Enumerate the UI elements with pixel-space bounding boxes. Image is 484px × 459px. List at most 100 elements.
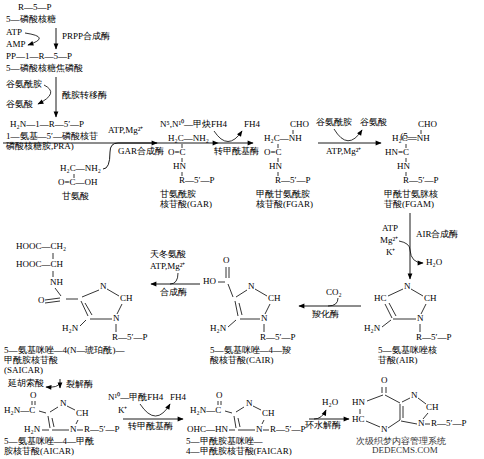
atom-label: H₂C—NH₂ <box>168 134 209 144</box>
reaction-arrow <box>60 379 61 388</box>
compound-node: OH₂N—CNCHNOHC—HNR—5′—P5—甲酰胺基咪唑— 4—甲酰胺核苷酸… <box>186 391 306 457</box>
atom-label: O <box>216 391 223 401</box>
atom-label: CH <box>268 294 281 304</box>
atom-label: R—5′—P <box>431 419 466 429</box>
atom-label: N <box>246 399 253 409</box>
cofactor-label: K⁺ <box>118 406 128 416</box>
compound-name: 5—氨基咪唑核 苷酸(AIR) <box>378 346 438 366</box>
atom-label: R—5′—P <box>275 176 310 186</box>
atom-label: HN <box>352 398 365 408</box>
cofactor-label: ATP,Mg²⁺ <box>108 126 143 136</box>
compound-node: NHCCHNH₂NR—5′—P5—氨基咪唑核 苷酸(AIR) <box>364 282 452 366</box>
compound-name: 5—氨基咪唑—4—甲酰 胺核苷酸(AICAR) <box>4 437 95 457</box>
atom-label: H₂N <box>364 324 380 334</box>
atom-label: HOOC—CH₂ <box>16 242 66 252</box>
ring-bonds <box>218 267 270 332</box>
atom-label: PP—1—R—5—P <box>6 52 72 62</box>
cofactor-curve <box>170 273 178 284</box>
reaction-arrow <box>56 28 57 49</box>
atom-label: 5—磷酸核糖焦磷酸 <box>6 64 83 74</box>
reaction-arrow <box>309 419 349 420</box>
compound-node: CHOH₂C—NHHN=CHNR—5′—P甲酰甘氨脒核 苷酸(FGAM) <box>384 120 439 210</box>
compound-node: HOOC—CH₂HOOC—CHNHONCHNH₂NR—5′—P5—氨基咪唑—4(… <box>4 242 148 376</box>
atom-label: HN <box>397 162 410 172</box>
reaction-arrow <box>318 143 381 144</box>
atom-label: O <box>38 296 45 306</box>
reaction-arrow <box>299 306 361 307</box>
atom-label: HN <box>269 162 282 172</box>
enzyme-label: 羧化酶 <box>312 310 339 320</box>
atom-label: R—5′—P <box>270 425 305 435</box>
compound-name: 5—氨基咪唑—4—羧 酸核苷酸(CAIR) <box>210 346 292 366</box>
enzyme-label: 环水解酶 <box>305 421 341 431</box>
cofactor-label: CO₂ <box>326 288 342 298</box>
atom-label: O <box>381 376 388 386</box>
atom-label: HC <box>374 294 387 304</box>
atom-label: HN=C <box>385 148 409 158</box>
atom-label: CH <box>262 409 275 419</box>
reaction-arrow <box>218 143 253 144</box>
reaction-arrow <box>123 419 183 420</box>
cofactor-label: AMP <box>6 40 26 50</box>
atom-label: CH <box>76 409 89 419</box>
cofactor-label: Mg²⁺ <box>380 236 398 246</box>
atom-label: 甘氨酸 <box>62 192 89 202</box>
atom-label: N <box>411 391 418 401</box>
cofactor-label: 谷氨酰胺 <box>6 80 42 90</box>
cofactor-curve <box>410 250 423 263</box>
cofactor-label: 延胡索酸 <box>8 379 44 389</box>
atom-label: CHO <box>290 120 309 130</box>
atom-label: N <box>248 282 255 292</box>
atom-label: H₂N <box>62 324 78 334</box>
cofactor-label: 谷氨酸 <box>360 118 387 128</box>
cofactor-label: FH4 <box>244 120 260 130</box>
cofactor-label: N¹⁰—甲酰FH4 <box>108 393 163 403</box>
compound-node: OH₂N—CNCHNH₂NR—5′—P5—氨基咪唑—4—甲酰 胺核苷酸(AICA… <box>4 391 120 457</box>
reaction-arrow <box>151 284 200 285</box>
reaction-arrow <box>56 77 57 117</box>
atom-label: 5—磷酸核糖 <box>6 15 56 25</box>
enzyme-label: AIR合成酶 <box>416 230 459 240</box>
cofactor-label: ATP,Mg²⁺ <box>150 262 185 272</box>
atom-label: R—5′—P <box>416 333 451 343</box>
cofactor-curve <box>314 410 326 419</box>
atom-label: N <box>418 419 425 429</box>
atom-label: H₂N—C <box>4 406 35 416</box>
ring-bonds <box>360 387 430 428</box>
cofactor-label: 谷氨酸 <box>6 100 33 110</box>
watermark: DEDECMS.COM <box>372 446 438 456</box>
cofactor-label: ATP,Mg²⁺ <box>326 147 361 157</box>
atom-label: CH <box>120 294 133 304</box>
cofactor-curve <box>140 404 170 416</box>
atom-label: H₂C—NH <box>264 134 302 144</box>
atom-label: O <box>30 391 37 401</box>
cofactor-label: H₂O <box>426 258 442 268</box>
atom-label: N <box>113 314 120 324</box>
atom-label: R—5′—P <box>84 425 119 435</box>
atom-label: N <box>100 282 107 292</box>
enzyme-label: PRPP合成酶 <box>62 32 110 42</box>
atom-label: NH <box>50 278 63 288</box>
compound-node: OHNHCNNCHNR—5′—P <box>352 376 467 435</box>
atom-label: R—5′—P <box>179 176 214 186</box>
atom-label: CH <box>426 403 439 413</box>
atom-label: N <box>417 314 424 324</box>
atom-label: HN <box>173 162 186 172</box>
atom-label: O=C <box>168 148 186 158</box>
cofactor-label: 谷氨酰胺 <box>316 118 352 128</box>
compound-name: 甲酰甘氨酰胺 核苷酸(FGAR) <box>256 190 315 210</box>
atom-label: OHC—HN <box>187 425 228 435</box>
cofactor-label: FH4 <box>170 393 186 403</box>
atom-label: N <box>381 425 388 435</box>
cofactor-curve <box>328 298 338 306</box>
atom-label: HC <box>352 415 365 425</box>
compound-name: 5—甲酰胺基咪唑— 4—甲酰胺核苷酸(FAICAR) <box>186 437 293 457</box>
reaction-arrow <box>410 213 411 279</box>
atom-label: H₂C—NH₂ <box>60 164 101 174</box>
atom-label: H₂N <box>24 425 40 435</box>
atom-label: CHO <box>418 120 437 130</box>
atom-label: R—5′—P <box>112 333 147 343</box>
atom-label: HOOC—CH <box>16 260 63 270</box>
enzyme-label: GAR合成酶 <box>118 147 164 157</box>
